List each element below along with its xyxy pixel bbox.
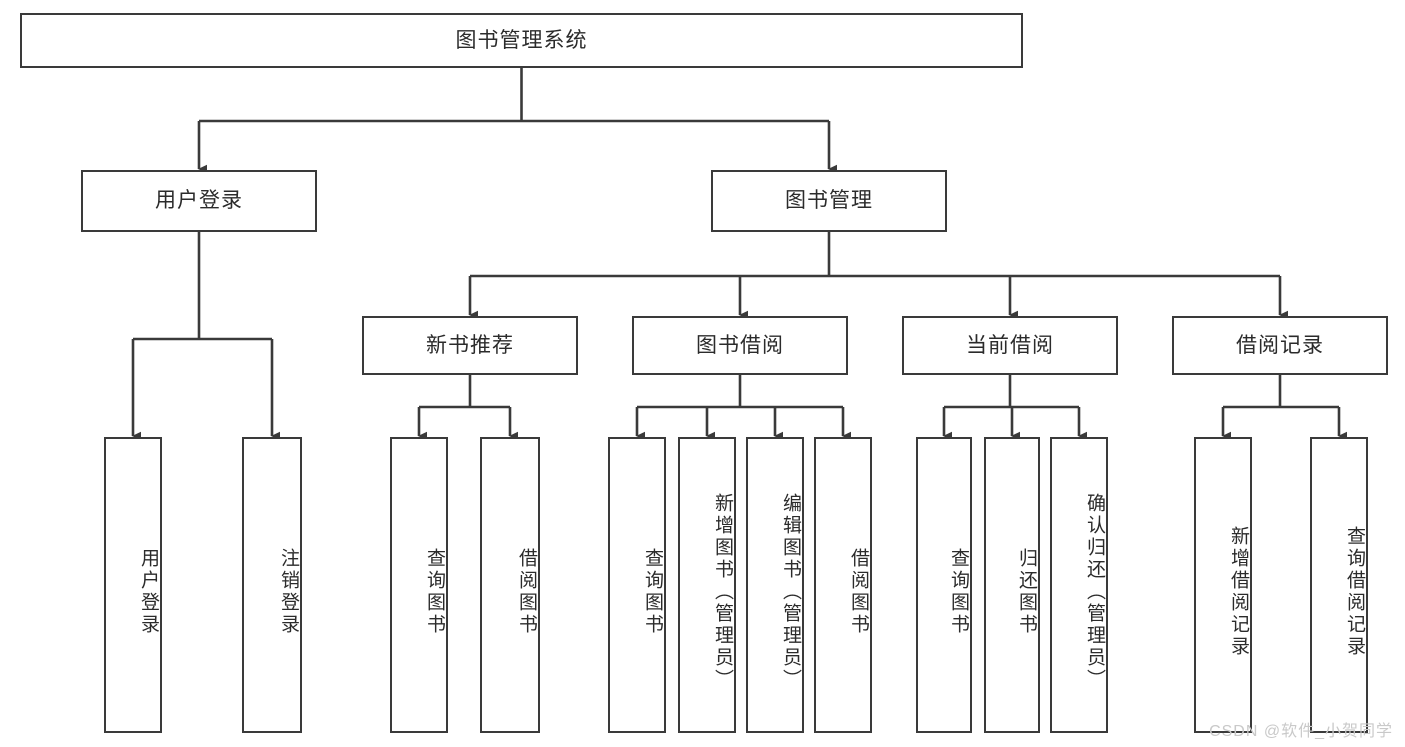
node-label-leaf-borrow-4: 借阅图书 <box>848 548 869 636</box>
node-leaf-borrow-2[interactable]: 新增图书（管理员） <box>678 437 736 733</box>
node-borrow[interactable]: 图书借阅 <box>632 316 848 375</box>
node-label-leaf-cur-3: 确认归还（管理员） <box>1084 493 1105 691</box>
node-leaf-borrow-3[interactable]: 编辑图书（管理员） <box>746 437 804 733</box>
node-leaf-borrow-4[interactable]: 借阅图书 <box>814 437 872 733</box>
node-leaf-rec-1[interactable]: 新增借阅记录 <box>1194 437 1252 733</box>
node-newbook[interactable]: 新书推荐 <box>362 316 578 375</box>
node-label-leaf-new-1: 查询图书 <box>424 548 445 636</box>
node-bookmgmt[interactable]: 图书管理 <box>711 170 947 232</box>
node-label-leaf-borrow-3: 编辑图书（管理员） <box>780 493 801 691</box>
node-label-leaf-borrow-1: 查询图书 <box>642 548 663 636</box>
node-records[interactable]: 借阅记录 <box>1172 316 1388 375</box>
node-leaf-new-2[interactable]: 借阅图书 <box>480 437 540 733</box>
node-label-leaf-cur-2: 归还图书 <box>1016 548 1037 636</box>
node-label-current: 当前借阅 <box>966 333 1054 357</box>
node-label-login: 用户登录 <box>155 189 243 213</box>
node-label-leaf-new-2: 借阅图书 <box>516 548 537 636</box>
node-leaf-new-1[interactable]: 查询图书 <box>390 437 448 733</box>
node-root[interactable]: 图书管理系统 <box>20 13 1023 68</box>
node-label-leaf-borrow-2: 新增图书（管理员） <box>712 493 733 691</box>
node-leaf-login-2[interactable]: 注销登录 <box>242 437 302 733</box>
node-label-leaf-rec-1: 新增借阅记录 <box>1228 526 1249 658</box>
node-label-leaf-rec-2: 查询借阅记录 <box>1344 526 1365 658</box>
node-label-borrow: 图书借阅 <box>696 333 784 357</box>
node-current[interactable]: 当前借阅 <box>902 316 1118 375</box>
node-label-root: 图书管理系统 <box>455 28 588 52</box>
node-leaf-rec-2[interactable]: 查询借阅记录 <box>1310 437 1368 733</box>
node-label-newbook: 新书推荐 <box>426 333 514 357</box>
node-label-leaf-cur-1: 查询图书 <box>948 548 969 636</box>
node-label-records: 借阅记录 <box>1236 333 1324 357</box>
node-login[interactable]: 用户登录 <box>81 170 317 232</box>
node-label-bookmgmt: 图书管理 <box>785 189 873 213</box>
watermark-text: CSDN @软件_小贺同学 <box>1209 723 1393 740</box>
node-leaf-login-1[interactable]: 用户登录 <box>104 437 162 733</box>
node-label-leaf-login-2: 注销登录 <box>278 548 299 636</box>
node-label-leaf-login-1: 用户登录 <box>138 548 159 636</box>
node-leaf-borrow-1[interactable]: 查询图书 <box>608 437 666 733</box>
node-leaf-cur-3[interactable]: 确认归还（管理员） <box>1050 437 1108 733</box>
node-leaf-cur-1[interactable]: 查询图书 <box>916 437 972 733</box>
node-leaf-cur-2[interactable]: 归还图书 <box>984 437 1040 733</box>
